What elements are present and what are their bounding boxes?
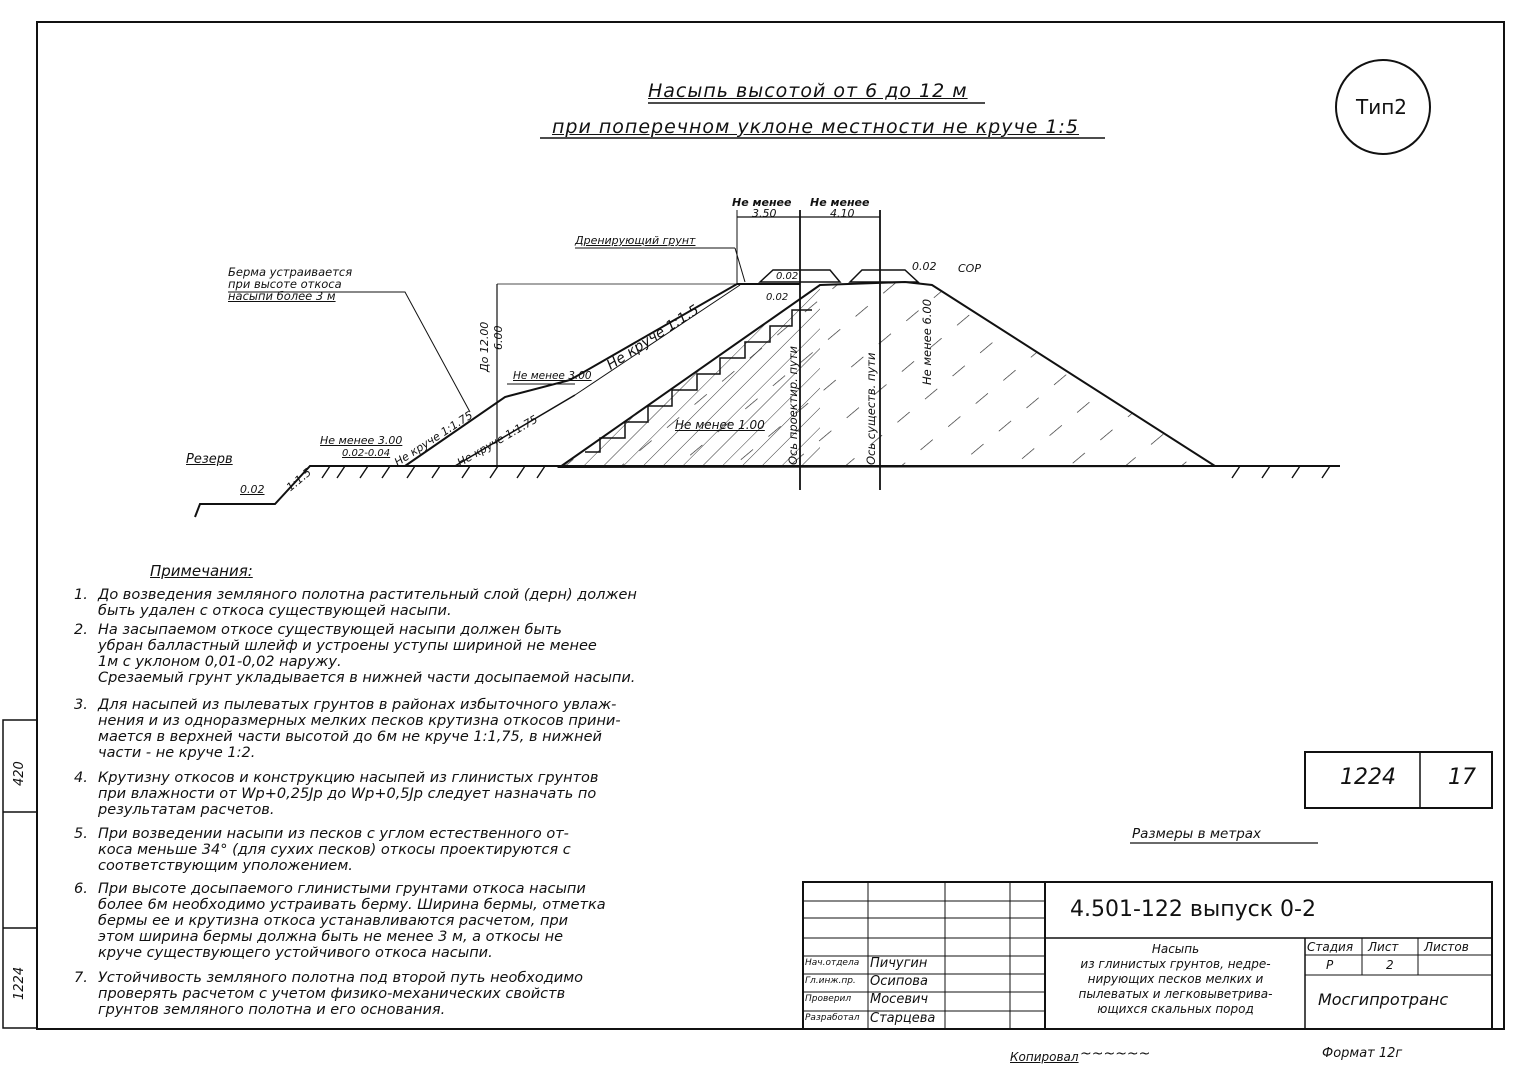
note-item: 7. Устойчивость земляного полотна под вто… (74, 970, 583, 1018)
note-number: 2. (74, 622, 88, 638)
note-line: более 6м необходимо устраивать берму. Ши… (98, 897, 606, 913)
stamp-title-line: пылеватых и легковыветрива- (1078, 987, 1273, 1001)
footer-copied: Копировал (1010, 1050, 1079, 1064)
side-stamp-bottom: 1224 (12, 966, 27, 1000)
note-item: 6. При высоте досыпаемого глинистыми грун… (74, 881, 606, 961)
label-ne-menee-left: Не менее (732, 196, 792, 209)
label-slope-top: 0.02 (776, 271, 799, 282)
note-line: бермы ее и крутизна откоса устанавливают… (98, 913, 569, 929)
label-berm-3: насыпи более 3 м (228, 289, 336, 303)
label-ne-menee-300-upper: Не менее 3.00 (513, 370, 592, 382)
label-berm-2: при высоте откоса (228, 277, 342, 291)
note-line: При высоте досыпаемого глинистыми грунта… (98, 881, 586, 897)
note-line: проверять расчетом с учетом физико-механ… (98, 986, 566, 1002)
note-line: соответствующим уположением. (98, 858, 353, 874)
note-line: грунтов земляного полотна и его основани… (98, 1002, 446, 1018)
drawing-title-line2: при поперечном уклоне местности не круче… (552, 116, 1080, 138)
note-line: На засыпаемом откосе существующей насыпи… (98, 622, 562, 638)
stage-value: Р (1326, 958, 1334, 972)
stamp-role: Гл.инж.пр. (805, 976, 856, 986)
dimensions-note: Размеры в метрах (1132, 826, 1262, 842)
note-line: при влажности от Wp+0,25Jp до Wp+0,5Jp с… (98, 786, 597, 802)
stamp-name: Пичугин (870, 956, 928, 971)
note-item: 2. На засыпаемом откосе существующей насы… (74, 622, 635, 686)
label-sop: СОР (958, 262, 981, 275)
type-badge: Тип2 (1356, 95, 1408, 119)
organization: Мосгипротранс (1318, 990, 1449, 1009)
label-slope-mid: 0.02 (766, 292, 789, 303)
label-slope-002-004: 0.02-0.04 (342, 448, 391, 459)
label-dim-410: 4.10 (830, 207, 855, 220)
drawing-title-line1: Насыпь высотой от 6 до 12 м (648, 80, 968, 102)
stage-header: Стадия (1307, 940, 1354, 954)
sheet-value: 2 (1386, 958, 1394, 972)
note-number: 3. (74, 697, 88, 713)
label-drain-ground: Дренирующий грунт (575, 234, 696, 247)
note-line: Устойчивость земляного полотна под второ… (98, 970, 583, 986)
label-ne-menee-300-lower: Не менее 3.00 (320, 434, 403, 447)
note-line: нения и из одноразмерных мелких песков к… (98, 713, 621, 729)
note-line: быть удален с откоса существующей насыпи… (98, 603, 452, 619)
stamp-name: Старцева (870, 1011, 936, 1026)
stamp-role: Проверил (805, 994, 852, 1004)
stamp-title-line: ющихся скальных пород (1097, 1002, 1254, 1016)
label-berm-1: Берма устраивается (228, 265, 353, 279)
note-number: 5. (74, 826, 88, 842)
note-line: Срезаемый грунт укладывается в нижней ча… (98, 670, 636, 686)
note-number: 1. (74, 587, 88, 603)
label-ne-menee-right: Не менее (810, 196, 870, 209)
note-number: 7. (74, 970, 88, 986)
note-line: мается в верхней части высотой до 6м не … (98, 729, 602, 745)
label-rezerv: Резерв (186, 452, 233, 467)
stamp-title-line: из глинистых грунтов, недре- (1080, 957, 1271, 971)
stamp-title-line: Насыпь (1151, 942, 1200, 956)
label-axis-exist: Ось существ. пути (864, 352, 878, 465)
ref-code: 1224 (1340, 765, 1396, 790)
notes-heading: Примечания: (150, 562, 253, 580)
note-item: 5. При возведении насыпи из песков с угло… (74, 826, 571, 874)
label-slope-top-right: 0.02 (912, 260, 937, 273)
note-number: 4. (74, 770, 88, 786)
note-line: Крутизну откосов и конструкцию насыпей и… (98, 770, 599, 786)
sheets-header: Листов (1424, 940, 1469, 954)
note-line: коса меньше 34° (для сухих песков) откос… (98, 842, 571, 858)
ref-sheet: 17 (1448, 765, 1476, 790)
note-line: результатам расчетов. (98, 802, 275, 818)
label-h-600: 6.00 (492, 325, 505, 351)
note-item: 3. Для насыпей из пылеватых грунтов в рай… (74, 697, 621, 761)
label-ne-menee-100: Не менее 1.00 (675, 418, 765, 432)
note-line: До возведения земляного полотна растител… (98, 587, 637, 603)
footer-format: Формат 12г (1322, 1046, 1403, 1061)
stamp-name: Осипова (870, 974, 928, 989)
label-dim-350: 3.50 (752, 207, 777, 220)
stamp-name: Мосевич (870, 992, 929, 1007)
label-axis-proj: Ось проектир. пути (786, 346, 800, 465)
side-stamp-top: 420 (12, 761, 27, 786)
note-line: круче существующего устойчивого откоса н… (98, 945, 493, 961)
footer-signature: ~~~~~~ (1080, 1046, 1151, 1062)
note-line: При возведении насыпи из песков с углом … (98, 826, 569, 842)
stamp-designation: 4.501-122 выпуск 0-2 (1070, 897, 1316, 922)
label-ne-menee-vert: Не менее 6.00 (920, 298, 934, 385)
stamp-title-line: нирующих песков мелких и (1087, 972, 1264, 986)
label-do-1200: До 12.00 (478, 321, 491, 372)
note-item: 1. До возведения земляного полотна растит… (74, 587, 637, 619)
note-line: Для насыпей из пылеватых грунтов в район… (98, 697, 617, 713)
note-line: этом ширина бермы должна быть не менее 3… (98, 929, 564, 945)
note-line: части - не круче 1:2. (98, 745, 256, 761)
stamp-role: Нач.отдела (805, 958, 860, 968)
note-line: 1м с уклоном 0,01-0,02 наружу. (98, 654, 342, 670)
label-slope-left: 0.02 (240, 483, 265, 496)
stamp-role: Разработал (805, 1013, 860, 1023)
note-line: убран балластный шлейф и устроены уступы… (98, 638, 597, 654)
sheet-header: Лист (1368, 940, 1399, 954)
note-number: 6. (74, 881, 88, 897)
note-item: 4. Крутизну откосов и конструкцию насыпей… (74, 770, 598, 818)
